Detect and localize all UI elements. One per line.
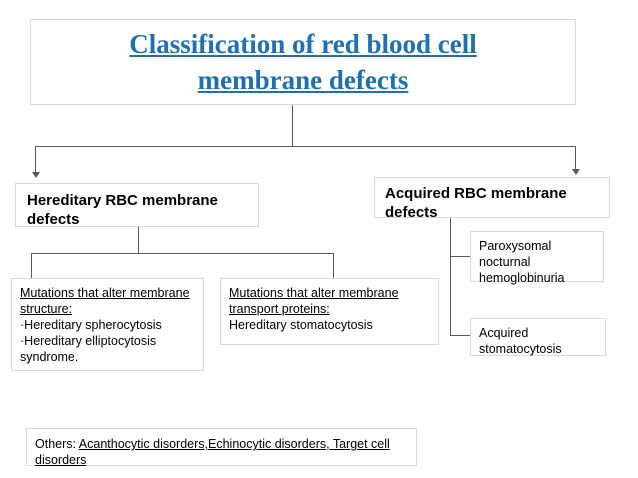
node-paroxysomal-nocturnal-hemoglobinuria: Paroxysomal nocturnal hemoglobinuria (470, 231, 604, 285)
mutations-transport-body: Hereditary stomatocytosis (229, 318, 373, 332)
node-acquired-rbc-membrane-defects: Acquired RBC membrane defects (374, 177, 610, 221)
diagram-title-box: Classification of red blood cell membran… (30, 19, 576, 105)
arrow-down-icon-hereditary (32, 172, 40, 178)
connector-title-stem (292, 105, 293, 146)
mutations-structure-heading: Mutations that alter membrane structure: (20, 286, 190, 316)
list-item: ·Hereditary spherocytosis (20, 318, 162, 332)
connector-hereditary-stem (138, 227, 139, 253)
connector-acquired-stem (450, 218, 451, 335)
title-line-2: membrane defects (197, 65, 409, 95)
connector-to-hereditary (35, 146, 36, 172)
connector-to-acquired-stomatocytosis (450, 335, 470, 336)
title-line-1: Classification of red blood cell (129, 29, 477, 59)
connector-to-acquired (575, 146, 576, 169)
node-acquired-stomatocytosis: Acquired stomatocytosis (470, 318, 606, 356)
pnh-label: Paroxysomal nocturnal hemoglobinuria (479, 239, 565, 285)
acquired-stomatocytosis-label: Acquired stomatocytosis (479, 326, 562, 356)
node-hereditary-rbc-membrane-defects: Hereditary RBC membrane defects (15, 183, 259, 228)
list-item: syndrome. (20, 350, 79, 364)
node-acquired-label: Acquired RBC membrane defects (385, 185, 567, 221)
connector-to-pnh (450, 256, 470, 257)
list-item: ·Hereditary elliptocytosis (20, 334, 157, 348)
others-label: Others: (35, 437, 79, 451)
others-content: Others: Acanthocytic disorders,Echinocyt… (35, 436, 416, 468)
arrow-down-icon-acquired (572, 169, 580, 175)
mutations-transport-heading: Mutations that alter membrane transport … (229, 286, 399, 316)
connector-hereditary-bar (31, 253, 334, 254)
connector-level2-bar (35, 146, 576, 147)
node-hereditary-label: Hereditary RBC membrane defects (27, 192, 218, 228)
mutations-transport-content: Mutations that alter membrane transport … (229, 285, 438, 333)
node-others: Others: Acanthocytic disorders,Echinocyt… (26, 428, 417, 468)
node-mutations-membrane-transport: Mutations that alter membrane transport … (220, 278, 439, 345)
others-list: Acanthocytic disorders,Echinocytic disor… (35, 437, 390, 467)
page-title: Classification of red blood cell membran… (115, 26, 491, 98)
mutations-structure-content: Mutations that alter membrane structure:… (20, 285, 203, 365)
connector-to-mutations-structure (31, 253, 32, 278)
node-mutations-membrane-structure: Mutations that alter membrane structure:… (11, 278, 204, 371)
connector-to-mutations-transport (333, 253, 334, 278)
